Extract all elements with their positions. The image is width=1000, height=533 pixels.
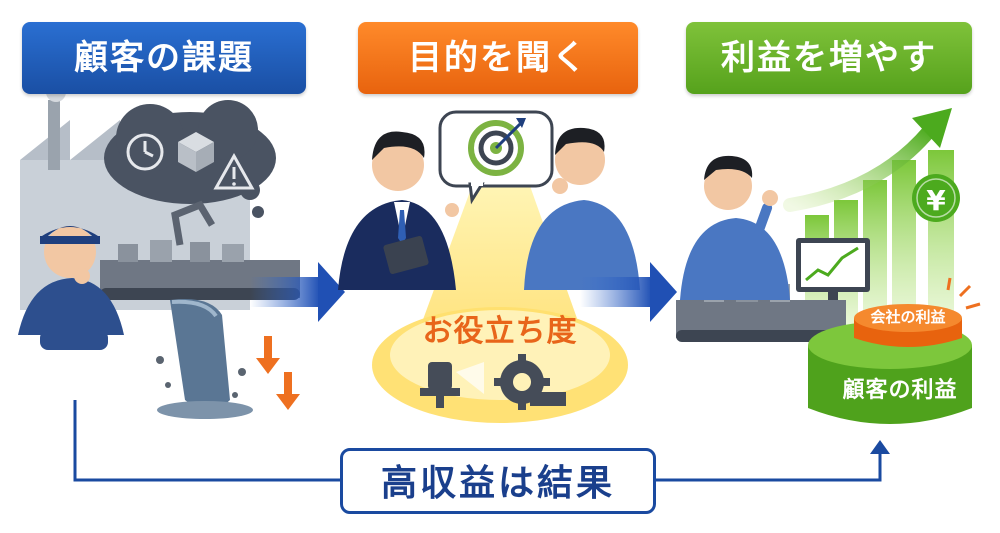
monitor-chart-icon: [796, 238, 870, 302]
box-icon: [178, 132, 214, 172]
gear-icon: [494, 354, 566, 410]
clock-icon: [126, 133, 164, 171]
growth-arrow-icon: [783, 108, 952, 212]
profit-stack: [808, 277, 981, 424]
feedback-loop-arrow: [73, 400, 890, 482]
stage-label-ask-purpose: 目的を聞く: [358, 22, 638, 94]
worker-thinking-left: [18, 226, 124, 350]
down-arrow-icon: [256, 336, 300, 410]
flow-arrow-2: [580, 262, 677, 322]
stage-label-increase-profit: 利益を増やす: [686, 22, 972, 94]
consultant-suit: [338, 131, 459, 290]
flow-arrow-1: [250, 262, 345, 322]
result-box: 高収益は結果: [340, 448, 656, 514]
usefulness-label: お役立ち度: [422, 314, 578, 349]
worker-happy: [680, 155, 790, 300]
target-icon: [468, 118, 526, 176]
stage-label-customer-issue: 顧客の課題: [22, 22, 306, 94]
leak-icon: [156, 299, 253, 419]
sensor-icon: [420, 362, 484, 408]
customer-profit-label: 顧客の利益: [842, 378, 958, 403]
yen-coin-icon: ¥: [912, 174, 960, 222]
worker-listening: [524, 127, 640, 290]
warning-icon: [213, 152, 255, 190]
company-profit-label: 会社の利益: [870, 308, 946, 326]
svg-text:¥: ¥: [926, 184, 946, 217]
